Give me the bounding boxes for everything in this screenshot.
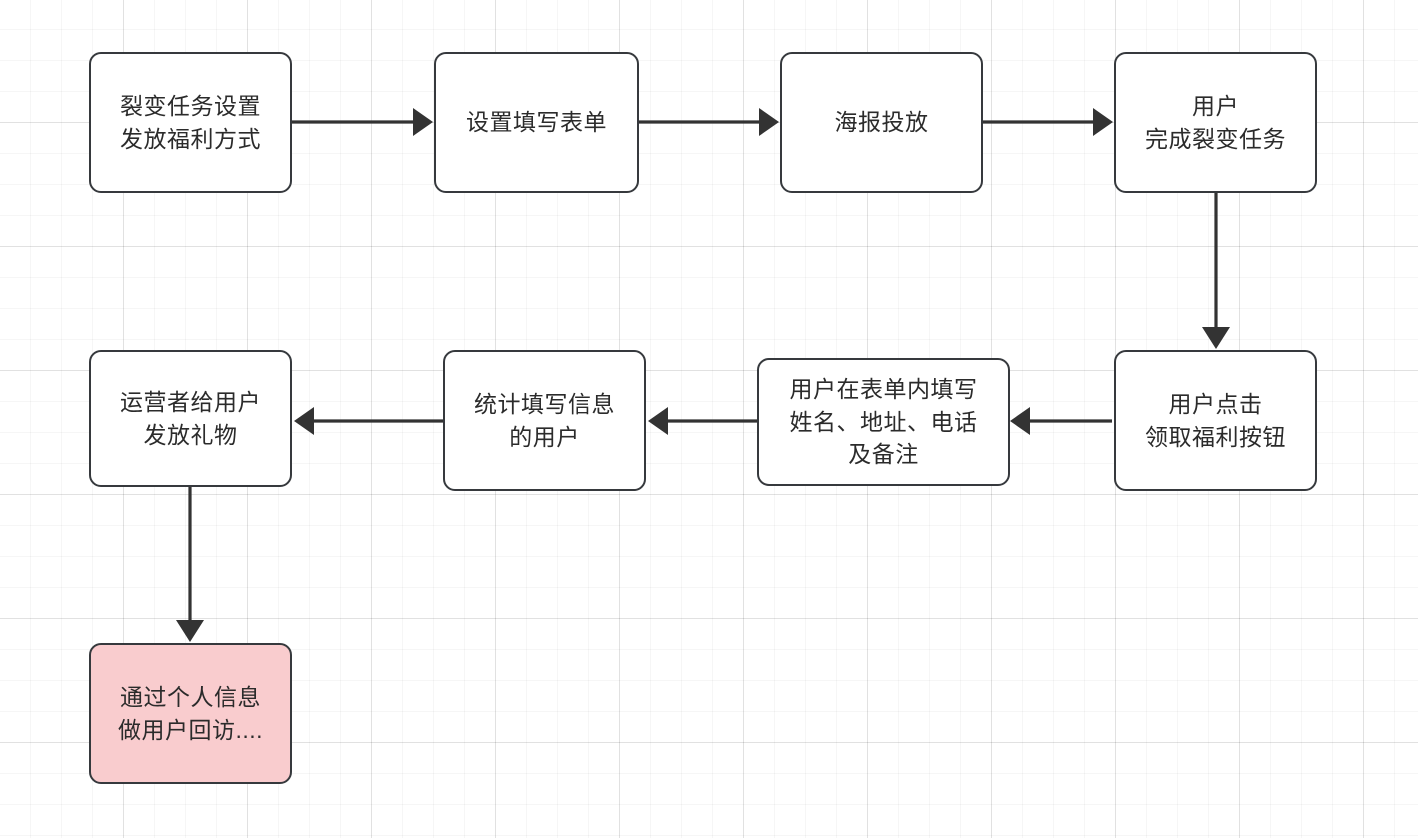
node-user-complete-task[interactable]: 用户 完成裂变任务: [1114, 52, 1317, 193]
node-user-click-claim-button[interactable]: 用户点击 领取福利按钮: [1114, 350, 1317, 491]
edge-send-gift-to-followup: [176, 487, 204, 642]
edge-poster-launch-to-user-complete: [983, 108, 1113, 136]
edge-form-setup-to-poster-launch: [639, 108, 779, 136]
node-statistics-of-users[interactable]: 统计填写信息 的用户: [443, 350, 646, 491]
node-user-followup[interactable]: 通过个人信息 做用户回访....: [89, 643, 292, 784]
edge-fission-setup-to-form-setup: [292, 108, 433, 136]
node-fission-task-setup[interactable]: 裂变任务设置 发放福利方式: [89, 52, 292, 193]
edge-user-complete-to-user-click: [1202, 193, 1230, 349]
edge-statistics-to-send-gift: [294, 407, 443, 435]
edge-user-click-to-form-fill: [1010, 407, 1112, 435]
node-poster-launch[interactable]: 海报投放: [780, 52, 983, 193]
node-operator-sends-gift[interactable]: 运营者给用户 发放礼物: [89, 350, 292, 487]
node-user-fills-form[interactable]: 用户在表单内填写 姓名、地址、电话 及备注: [757, 358, 1010, 486]
node-form-setup[interactable]: 设置填写表单: [434, 52, 639, 193]
edge-form-fill-to-statistics: [648, 407, 757, 435]
